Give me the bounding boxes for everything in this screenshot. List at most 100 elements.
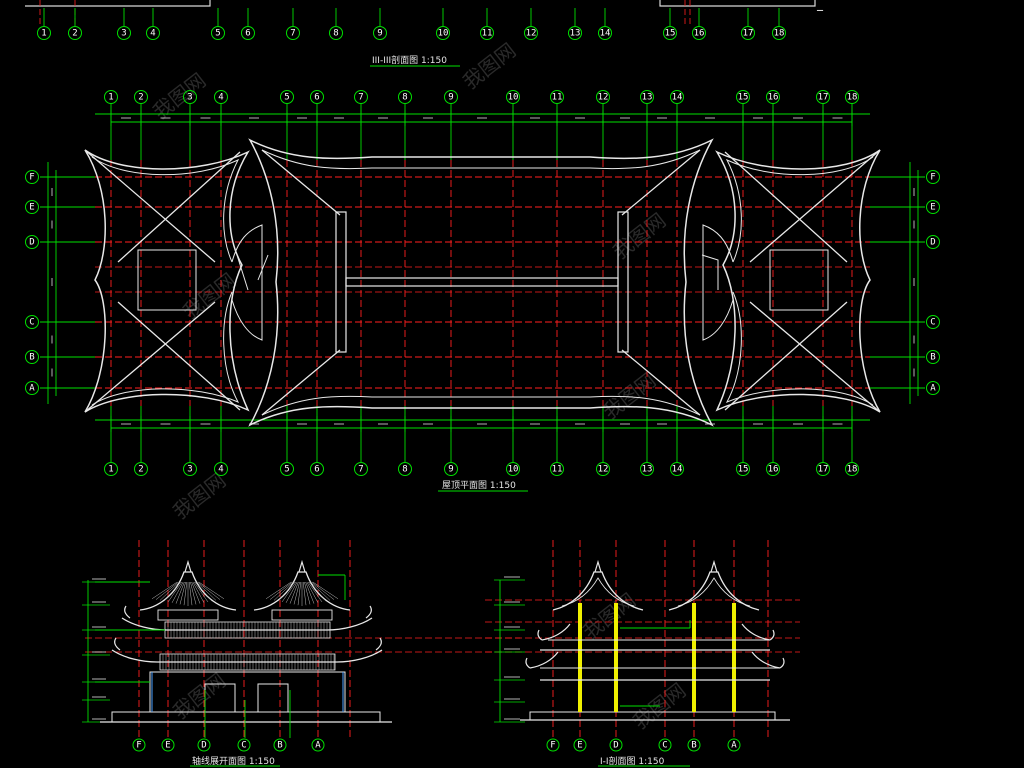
pavilion-roof-tile [306,581,319,603]
axis-bubble-label: E [29,203,34,213]
axis-bubble-label: 6 [314,465,319,475]
axis-bubble-circle [480,26,494,40]
section-pavilion-inner [677,577,751,607]
roof-plan-axis-bubble-top: 10 [506,90,520,104]
roof-plan-row-bubble-right: E [926,200,940,214]
elevation-eave-tip [365,605,372,619]
axis-bubble-label: E [577,741,582,751]
axis-bubble-label: 13 [642,93,653,103]
pavilion-roof-tile [310,581,331,601]
axis-bubble-circle [354,462,368,476]
elevation-axis-bubble: D [197,738,211,752]
axis-bubble-label: 18 [847,465,858,475]
pavilion-roof-tile [188,581,193,606]
section-tier-lines [540,639,780,669]
pavilion-roof-outline [253,571,351,611]
axis-bubble-label: 9 [377,29,382,39]
axis-bubble-label: B [691,741,696,751]
pavilion-roof-tile [195,581,213,602]
roof-central-eave-top [261,149,701,170]
section-pavilion-inner [561,577,635,607]
roof-plan-row-bubble-left: F [25,170,39,184]
axis-bubble-circle [568,26,582,40]
axis-bubble-label: 10 [508,93,519,103]
roof-plan-row-bubble-left: E [25,200,39,214]
axis-bubble-label: 6 [314,93,319,103]
axis-bubble-circle [329,26,343,40]
elevation-lower-eave [111,649,383,663]
axis-bubble-label: 17 [818,93,829,103]
elevation-axis-bubble: C [237,738,251,752]
section-axis-bubble: D [609,738,623,752]
pavilion-roof-tile [197,581,221,600]
axis-bubble-circle [280,90,294,104]
roof-central-ridge-left [335,211,347,353]
roof-plan-axis-bubble-bottom: 1 [104,462,118,476]
axis-bubble-circle [670,90,684,104]
axis-bubble-circle [550,90,564,104]
axis-bubble-circle [596,462,610,476]
axis-bubble-label: 14 [672,93,683,103]
axis-bubble-circle [25,381,39,395]
axis-bubble-circle [609,738,623,752]
top-axis-bubble: 5 [211,26,225,40]
axis-bubble-label: 17 [818,465,829,475]
axis-bubble-label: B [29,353,34,363]
roof-plan-axis-bubble-top: 12 [596,90,610,104]
roof-right-ridge-cross-top [724,149,881,263]
pavilion-roof-tile [196,581,217,601]
axis-bubble-label: 2 [138,465,143,475]
axis-bubble-label: 15 [738,465,749,475]
elevation-middle-eave [121,617,373,631]
roof-plan-axis-bubble-top: 3 [183,90,197,104]
top-axis-bubble: 1 [37,26,51,40]
axis-bubble-label: 10 [438,29,449,39]
axis-bubble-circle [663,26,677,40]
axis-bubble-circle [25,315,39,329]
pavilion-roof-tile [155,581,179,600]
pavilion-roof-tile [302,581,307,606]
axis-bubble-circle [214,462,228,476]
roof-plan-axis-bubble-bottom: 8 [398,462,412,476]
axis-bubble-label: 3 [187,465,192,475]
section-pavilion-right [668,559,760,611]
axis-bubble-label: 14 [672,465,683,475]
roof-plan-axis-bubble-bottom: 5 [280,462,294,476]
axis-bubble-circle [211,26,225,40]
axis-bubble-circle [926,170,940,184]
axis-bubble-circle [444,462,458,476]
axis-bubble-circle [506,90,520,104]
axis-bubble-circle [772,26,786,40]
axis-bubble-circle [25,170,39,184]
roof-plan-axis-bubble-bottom: 6 [310,462,324,476]
pavilion-roof-tile [175,581,185,604]
elevation-axis-bubble: E [161,738,175,752]
roof-plan-roof-outline [84,138,881,427]
pavilion-roof-tile [269,581,293,600]
axis-bubble-label: 4 [150,29,155,39]
roof-plan-axis-bubble-top: 5 [280,90,294,104]
axis-bubble-circle [311,738,325,752]
axis-bubble-circle [25,235,39,249]
axis-bubble-circle [845,90,859,104]
axis-bubble-label: 1 [41,29,46,39]
axis-bubble-label: C [29,318,34,328]
section-axis-bubble: F [546,738,560,752]
axis-bubble-circle [398,462,412,476]
roof-plan-axis-bubble-top: 18 [845,90,859,104]
top-axis-bubble: 16 [692,26,706,40]
pavilion-roof-tile [281,581,297,603]
axis-bubble-label: 5 [215,29,220,39]
axis-bubble-label: B [277,741,282,751]
axis-bubble-circle [640,462,654,476]
axis-bubble-label: C [241,741,246,751]
elevation-ground-floor-wall [149,671,346,713]
axis-bubble-label: 17 [743,29,754,39]
roof-left-gutter-detail [236,254,269,291]
elevation-eave-tip [375,637,382,651]
axis-bubble-label: 9 [448,93,453,103]
roof-right-gutter-detail [701,254,719,290]
pavilion-roof-tile [307,581,323,603]
axis-bubble-circle [373,26,387,40]
roof-plan-axis-bubble-bottom: 2 [134,462,148,476]
